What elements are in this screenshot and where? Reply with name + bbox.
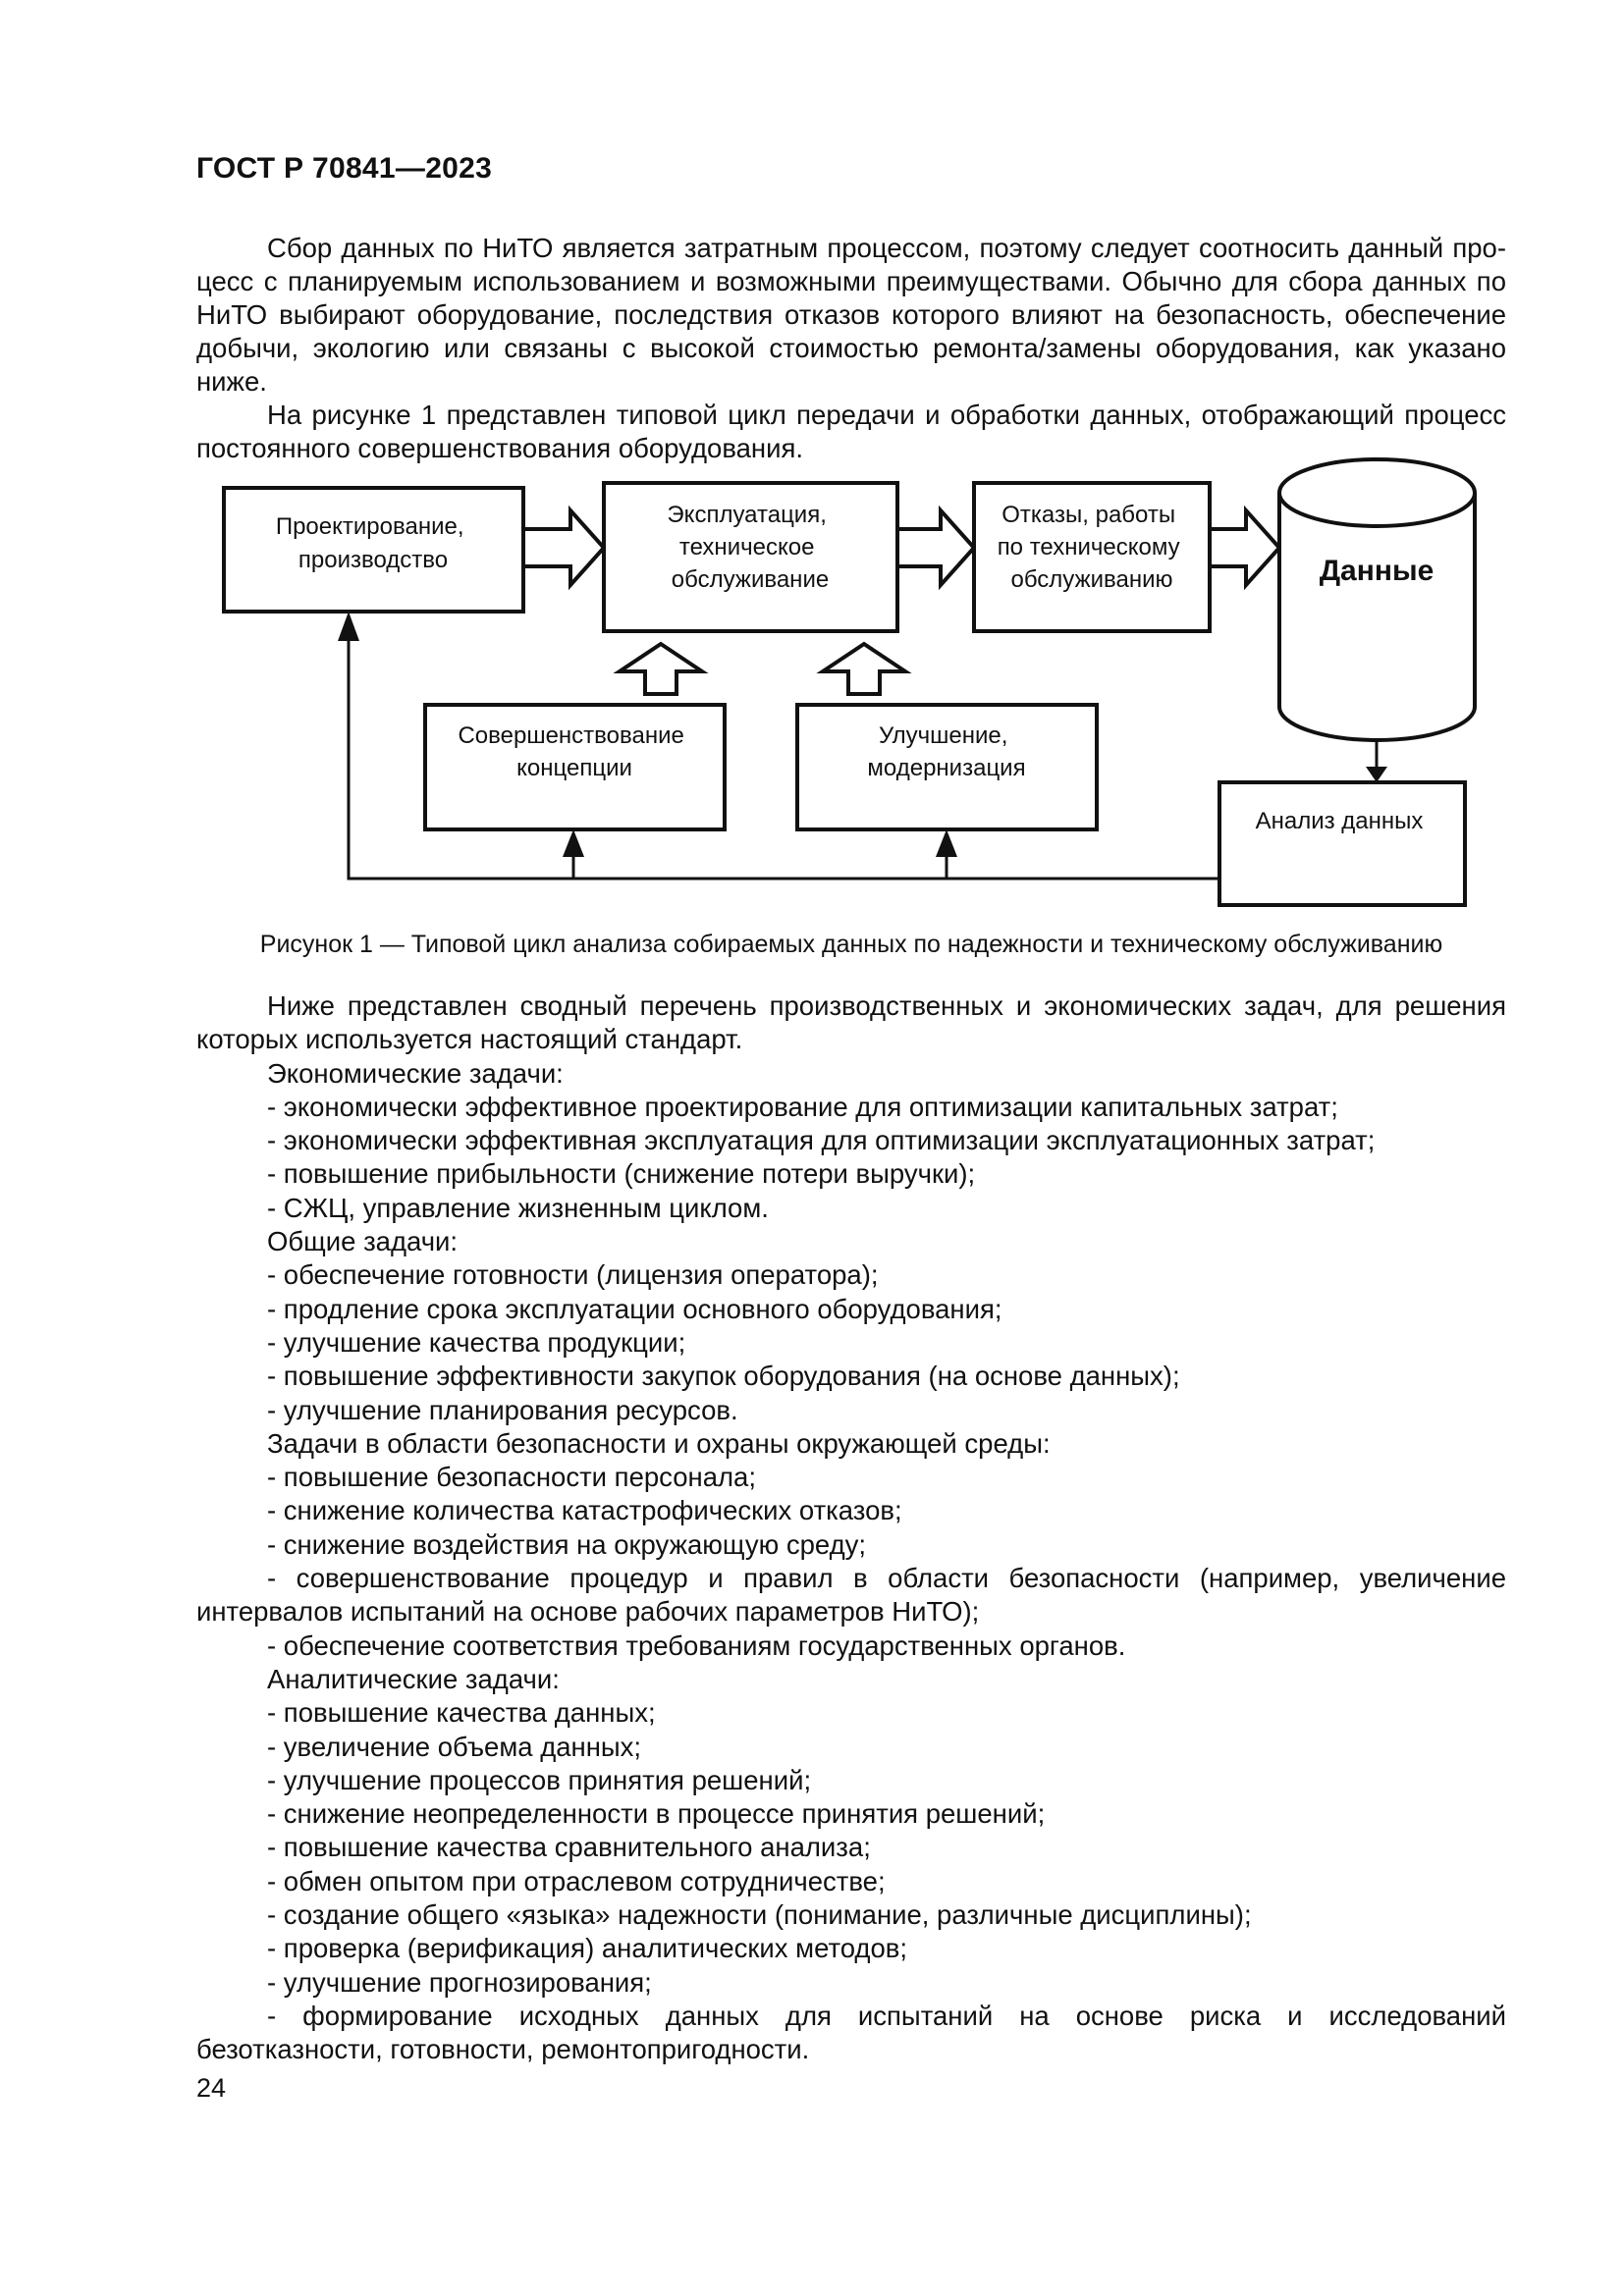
design-label: Проектирование, производство: [276, 513, 470, 573]
task-line: - улучшение планирования ресурсов.: [267, 1394, 738, 1425]
up-arrow-concept-to-operation-icon: [613, 641, 709, 696]
analysis-label: Анализ данных: [1256, 808, 1424, 834]
node-concept-improvement: Совершенствование концепции: [423, 703, 727, 831]
figure-1: Проектирование, производство Эксплуатаци…: [0, 444, 1624, 954]
task-line: - формирование исходных данных для испыт…: [196, 2000, 1506, 2065]
text-line: Сбор данных по НиТО является затратным п…: [196, 233, 1506, 397]
task-line: - улучшение процессов принятия решений;: [267, 1764, 812, 1795]
task-line: - повышение прибыльности (снижение потер…: [267, 1158, 976, 1190]
task-line: - обмен опытом при отраслевом сотрудниче…: [267, 1865, 886, 1896]
task-line: - увеличение объема данных;: [267, 1731, 642, 1762]
figure-diagram: Проектирование, производство Эксплуатаци…: [222, 457, 1477, 907]
failures-label: Отказы, работы по техническому обслужива…: [998, 502, 1187, 593]
flow-arrow-operation-to-failures-icon: [895, 505, 977, 591]
modernization-box: [795, 703, 1099, 831]
task-line: - снижение количества катастрофических о…: [267, 1495, 902, 1526]
operation-label: Эксплуатация, техническое обслуживание: [667, 502, 833, 593]
task-line: - продление срока эксплуатации основного…: [267, 1293, 1002, 1324]
task-line: - улучшение прогнозирования;: [267, 1966, 652, 1998]
task-line: Аналитические задачи:: [267, 1663, 560, 1694]
task-line: Ниже представлен сводный перечень произв…: [196, 990, 1506, 1055]
flow-arrow-design-to-operation-icon: [521, 505, 607, 591]
task-line: - снижение воздействия на окружающую сре…: [267, 1528, 867, 1560]
analysis-box: [1218, 780, 1467, 907]
feedback-line: [347, 639, 1219, 881]
data-store-label: Данные: [1320, 555, 1435, 587]
feedback-loop: [338, 612, 1219, 881]
task-line: - улучшение качества продукции;: [267, 1326, 686, 1358]
database-cylinder-top-icon: [1277, 457, 1477, 528]
task-line: Задачи в области безопасности и охраны о…: [267, 1427, 1051, 1459]
task-line: Экономические задачи:: [267, 1057, 564, 1089]
task-line: - проверка (верификация) аналитических м…: [267, 1933, 908, 1964]
operation-box: [602, 481, 899, 633]
task-line: - снижение неопределенности в процессе п…: [267, 1798, 1046, 1830]
intro-paragraphs: Сбор данных по НиТО является затратным п…: [196, 232, 1506, 465]
concept-box: [423, 703, 727, 831]
task-line: - совершенствование процедур и правил в …: [196, 1563, 1506, 1628]
data-to-analysis-arrowhead: [1366, 767, 1387, 782]
task-line: - повышение качества сравнительного анал…: [267, 1832, 871, 1863]
task-line: Общие задачи:: [267, 1226, 459, 1257]
flow-arrow-failures-to-data-icon: [1208, 505, 1282, 591]
node-failures-work: Отказы, работы по техническому обслужива…: [972, 481, 1212, 633]
node-operation-maintenance: Эксплуатация, техническое обслуживание: [602, 481, 899, 633]
task-line: - повышение безопасности персонала;: [267, 1462, 756, 1493]
up-arrow-modernization-to-operation-icon: [816, 641, 912, 696]
modernization-label: Улучшение, модернизация: [867, 722, 1025, 781]
concept-label: Совершенствование концепции: [458, 722, 690, 781]
text-line: На рисунке 1 представлен типовой цикл пе…: [196, 400, 1506, 463]
node-data-analysis: Анализ данных: [1218, 780, 1467, 907]
task-line: - повышение качества данных;: [267, 1697, 656, 1729]
node-modernization: Улучшение, модернизация: [795, 703, 1099, 831]
task-line: - повышение эффективности закупок оборуд…: [267, 1361, 1180, 1392]
document-header: ГОСТ Р 70841—2023: [196, 152, 493, 185]
feedback-arrowhead-to-concept: [563, 829, 584, 857]
node-data-store: Данные: [1277, 457, 1477, 742]
feedback-arrowhead-to-design: [338, 612, 359, 641]
page-number: 24: [196, 2073, 227, 2103]
task-line: - СЖЦ, управление жизненным циклом.: [267, 1192, 769, 1223]
task-line: - обеспечение готовности (лицензия опера…: [267, 1259, 879, 1291]
design-box: [222, 486, 525, 614]
tasks-list: Ниже представлен сводный перечень произв…: [196, 989, 1506, 2067]
figure-caption: Рисунок 1 — Типовой цикл анализа собирае…: [259, 931, 1443, 958]
task-line: - экономически эффективное проектировани…: [267, 1091, 1338, 1122]
feedback-arrowhead-to-modernization: [936, 829, 957, 857]
task-line: - создание общего «языка» надежности (по…: [267, 1899, 1252, 1931]
task-line: - экономически эффективная эксплуатация …: [267, 1125, 1376, 1156]
task-line: - обеспечение соответствия требованиям г…: [267, 1629, 1126, 1661]
node-design-production: Проектирование, производство: [222, 486, 525, 614]
arrow-data-to-analysis: [1366, 738, 1387, 782]
database-cylinder-icon: [1277, 493, 1477, 742]
failures-box: [972, 481, 1212, 633]
